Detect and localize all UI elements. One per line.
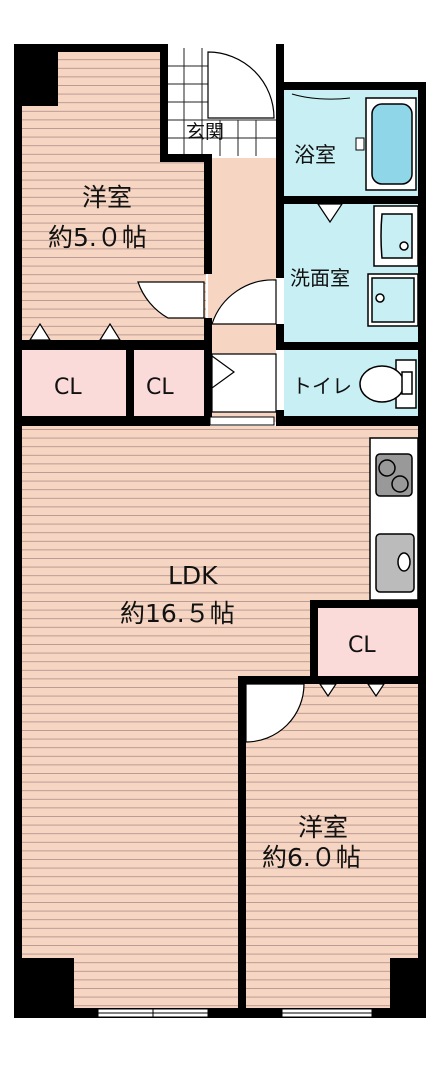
toilet-icon [359,359,417,409]
closet-2-label: CL [146,375,174,400]
west-bedroom-name: 洋室 [82,183,132,212]
bath-door-arc [291,93,351,100]
entrance-tile-grid [166,48,276,156]
entrance-label: 玄関 [186,121,224,143]
south-bedroom-size: 約6.０帖 [262,843,361,872]
closet-3-label: CL [348,633,376,658]
washroom-label: 洗面室 [290,266,350,290]
kitchen-counter [369,437,419,601]
closet-1-label: CL [54,375,82,400]
ldk-floor [20,426,424,1010]
bath-label: 浴室 [294,143,336,167]
wash-basin-icon [373,205,419,267]
door-swings [137,51,305,743]
closet-3-floor [318,608,424,676]
west-bedroom-size: 約5.０帖 [48,223,147,252]
toilet-label: トイレ [292,374,352,398]
walls [14,44,426,1018]
washing-machine-icon [367,273,419,327]
bathtub-icon [365,97,417,191]
closet-doors [28,203,386,698]
closet-2-floor [134,350,204,418]
ldk-size: 約16.５帖 [120,599,235,628]
ldk-name: LDK [168,561,218,590]
closet-1-floor [20,350,128,418]
south-bedroom-name: 洋室 [298,813,348,842]
bath-faucet [355,137,365,151]
